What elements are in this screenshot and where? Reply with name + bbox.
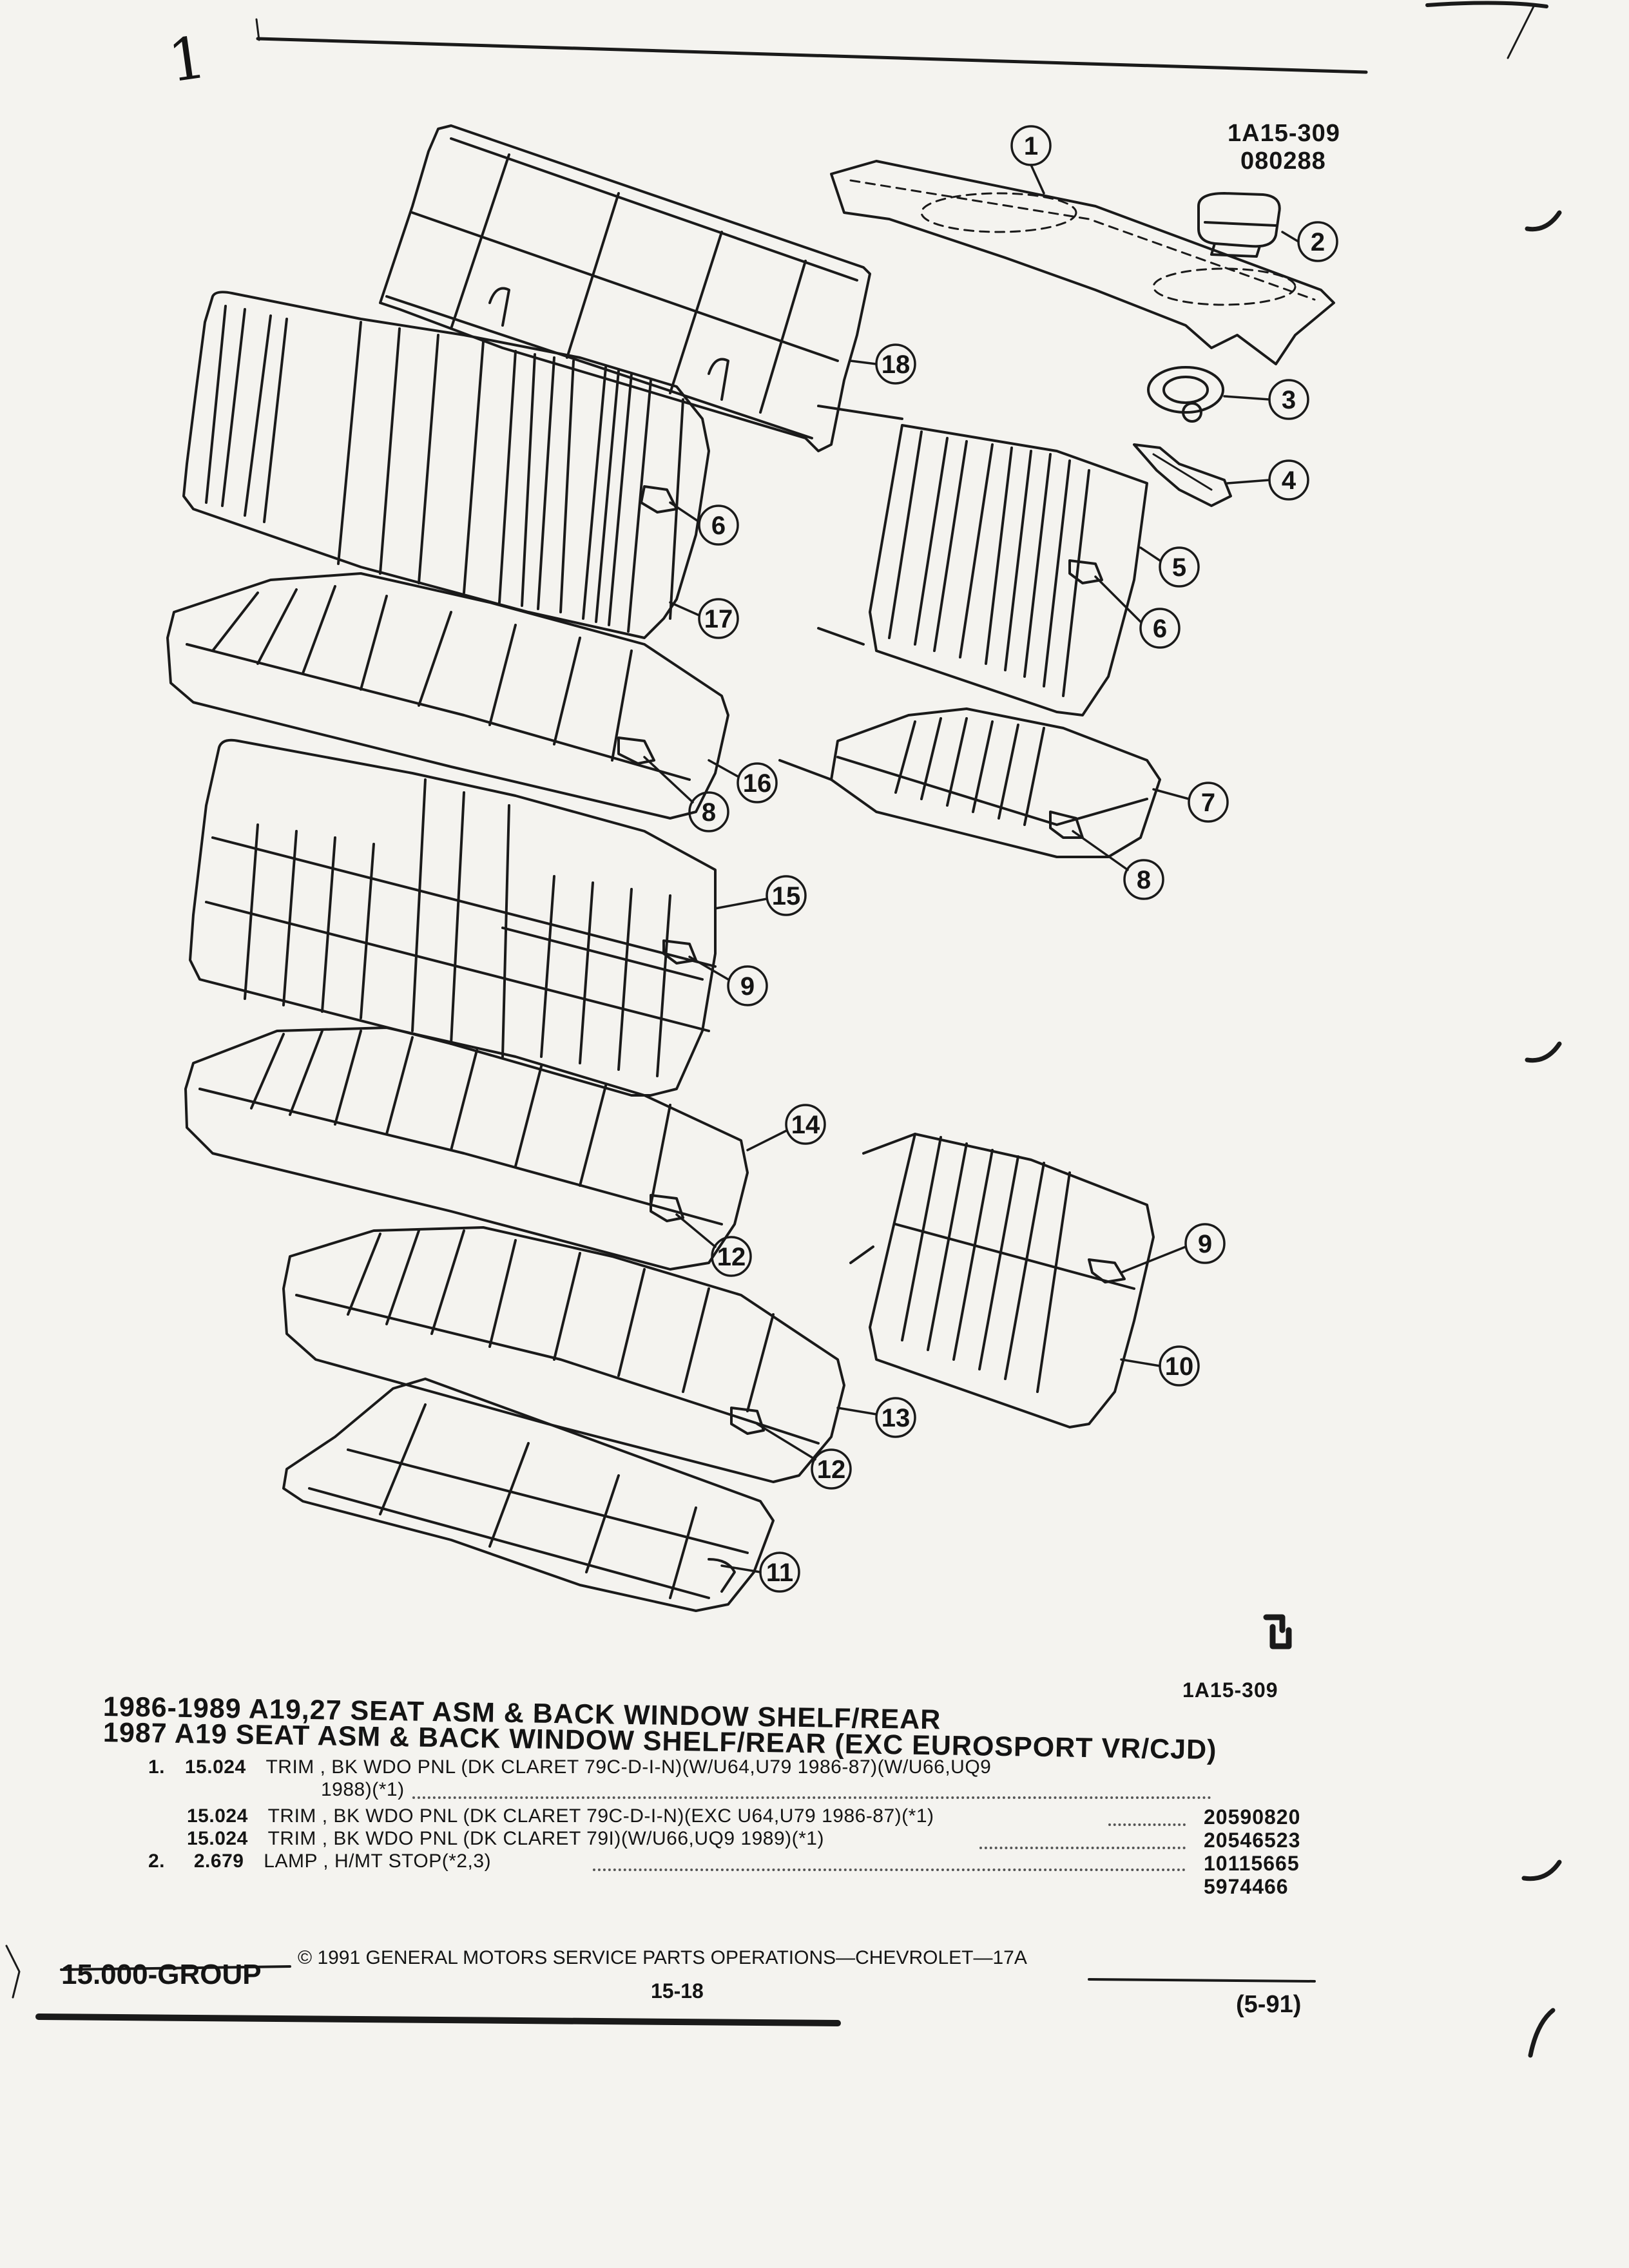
figure-date-code: 080288 (1240, 148, 1326, 175)
part-10-seat-back (849, 1133, 1155, 1428)
part-5-seat-back (817, 405, 1148, 716)
callout-9b-label: 9 (1198, 1230, 1212, 1258)
part-description: TRIM , BK WDO PNL (DK CLARET 79C-D-I-N)(… (267, 1805, 934, 1827)
part-description: TRIM , BK WDO PNL (DK CLARET 79C-D-I-N)(… (265, 1756, 992, 1778)
callout-7 (1188, 782, 1229, 823)
callout-16-label: 16 (743, 769, 772, 798)
footer-copyright: © 1991 GENERAL MOTORS SERVICE PARTS OPER… (298, 1947, 1027, 1968)
part-4-bracket (1133, 443, 1232, 507)
callout-12b (811, 1448, 852, 1490)
part-15-seat-back (189, 738, 717, 1097)
parts-row-1: 1. 15.024 TRIM , BK WDO PNL (DK CLARET 7… (148, 1757, 991, 1778)
part-3-speaker (1147, 366, 1224, 423)
part-16-seat-cushion (166, 572, 729, 820)
footer-page-number: 15-18 (651, 1979, 704, 2003)
figure-ref: 1A15-309 (1182, 1678, 1278, 1702)
part-1-rear-window-shelf (830, 160, 1335, 365)
parts-row-4: 2. 2.679 LAMP , H/MT STOP(*2,3) (148, 1851, 491, 1872)
callout-7-label: 7 (1201, 789, 1215, 817)
parts-row-3: 15.024 TRIM , BK WDO PNL (DK CLARET 79I)… (187, 1829, 824, 1849)
callout-13-label: 13 (882, 1404, 911, 1432)
callout-1-label: 1 (1024, 132, 1038, 160)
callout-4-label: 4 (1282, 466, 1296, 495)
part-number: 20590820 (1204, 1805, 1301, 1829)
callout-17-label: 17 (704, 605, 733, 633)
callout-9a-label: 9 (740, 972, 755, 1001)
callout-10-label: 10 (1165, 1352, 1194, 1381)
part-14-seat-cushion (184, 1026, 749, 1271)
parts-row-1-cont: 1988)(*1) (321, 1780, 405, 1800)
group-number: 15.024 (187, 1805, 248, 1827)
footer-revision: (5-91) (1236, 1991, 1302, 2018)
footer-group: 15.000-GROUP (61, 1959, 262, 1990)
part-description: TRIM , BK WDO PNL (DK CLARET 79I)(W/U66,… (267, 1828, 824, 1849)
callout-3-label: 3 (1282, 386, 1296, 414)
callout-18-label: 18 (882, 351, 911, 379)
callout-6a (698, 505, 739, 546)
part-2-stop-lamp (1197, 192, 1281, 258)
figure-id: 1A15-309 (1228, 120, 1340, 147)
callout-11-label: 11 (766, 1559, 793, 1587)
part-number: 20546523 (1204, 1829, 1301, 1852)
callout-8a-label: 8 (702, 798, 716, 827)
group-number: 15.024 (184, 1756, 246, 1778)
group-number: 15.024 (187, 1828, 248, 1849)
callout-8b-label: 8 (1137, 866, 1151, 894)
parts-row-2: 15.024 TRIM , BK WDO PNL (DK CLARET 79C-… (187, 1806, 934, 1827)
part-number: 10115665 (1204, 1852, 1300, 1875)
callout-6b (1139, 608, 1181, 649)
group-number: 2.679 (193, 1850, 244, 1872)
callout-8b (1123, 859, 1164, 900)
part-18-seatback-frame (379, 124, 871, 452)
item-number: 2. (148, 1850, 166, 1872)
part-13-seat-cushion (282, 1226, 845, 1483)
item-number: 1. (148, 1756, 166, 1778)
part-17-seat-back (182, 291, 710, 639)
callout-12a (711, 1236, 752, 1277)
callout-14-label: 14 (791, 1111, 820, 1139)
callout-16 (737, 762, 778, 803)
callout-5-label: 5 (1172, 553, 1186, 582)
callout-9a (727, 965, 768, 1006)
part-11-cushion-frame (282, 1378, 775, 1612)
callout-12a-label: 12 (717, 1243, 746, 1271)
callout-12b-label: 12 (817, 1456, 846, 1484)
callout-8a (688, 791, 729, 832)
callout-6b-label: 6 (1153, 615, 1167, 643)
callout-6a-label: 6 (711, 512, 726, 540)
part-7-seat-cushion (778, 707, 1161, 858)
callout-9b (1184, 1223, 1226, 1264)
callout-17 (698, 598, 739, 639)
part-description: LAMP , H/MT STOP(*2,3) (264, 1850, 492, 1872)
part-number: 5974466 (1204, 1875, 1289, 1898)
callout-15-label: 15 (772, 882, 801, 910)
callout-5 (1159, 546, 1200, 588)
callout-13 (875, 1397, 916, 1438)
callout-15 (766, 875, 807, 916)
part-description-cont: 1988)(*1) (321, 1779, 405, 1800)
callout-14 (785, 1104, 826, 1145)
callout-2-label: 2 (1311, 228, 1325, 256)
